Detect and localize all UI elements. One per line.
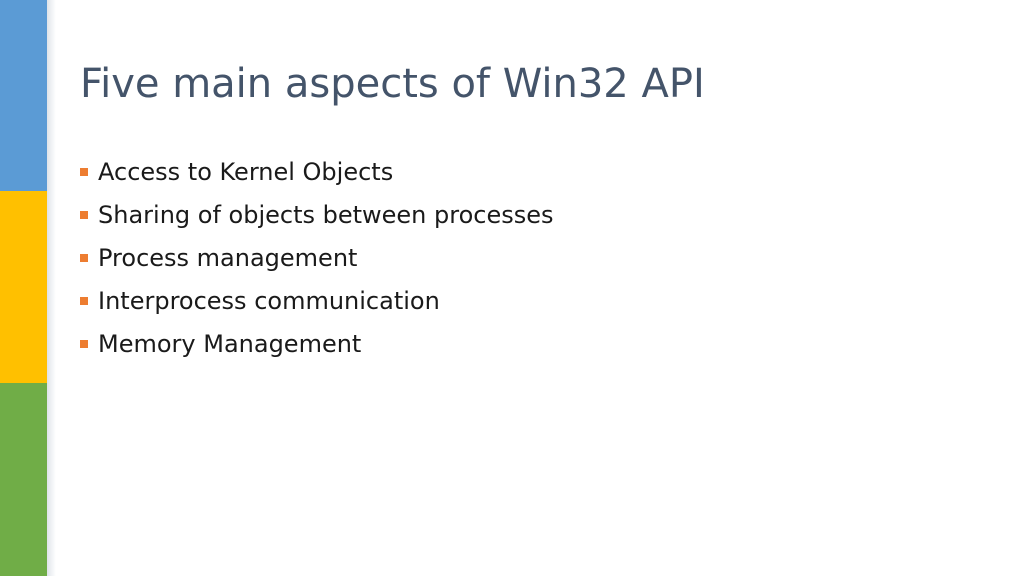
square-bullet-icon — [80, 254, 88, 262]
slide-title: Five main aspects of Win32 API — [80, 61, 705, 107]
accent-segment-yellow — [0, 191, 47, 383]
bullet-item: Memory Management — [80, 323, 554, 366]
bullet-item: Process management — [80, 237, 554, 280]
accent-segment-blue — [0, 0, 47, 191]
accent-segment-green — [0, 383, 47, 576]
bullet-item: Sharing of objects between processes — [80, 194, 554, 237]
square-bullet-icon — [80, 168, 88, 176]
accent-bar-shadow — [47, 0, 56, 576]
bullet-item: Access to Kernel Objects — [80, 151, 554, 194]
bullet-list: Access to Kernel Objects Sharing of obje… — [80, 151, 554, 366]
square-bullet-icon — [80, 340, 88, 348]
bullet-text: Interprocess communication — [98, 287, 440, 315]
bullet-text: Process management — [98, 244, 358, 272]
bullet-text: Access to Kernel Objects — [98, 158, 394, 186]
square-bullet-icon — [80, 211, 88, 219]
bullet-text: Sharing of objects between processes — [98, 201, 554, 229]
bullet-text: Memory Management — [98, 330, 362, 358]
side-accent-bar — [0, 0, 47, 576]
square-bullet-icon — [80, 297, 88, 305]
bullet-item: Interprocess communication — [80, 280, 554, 323]
